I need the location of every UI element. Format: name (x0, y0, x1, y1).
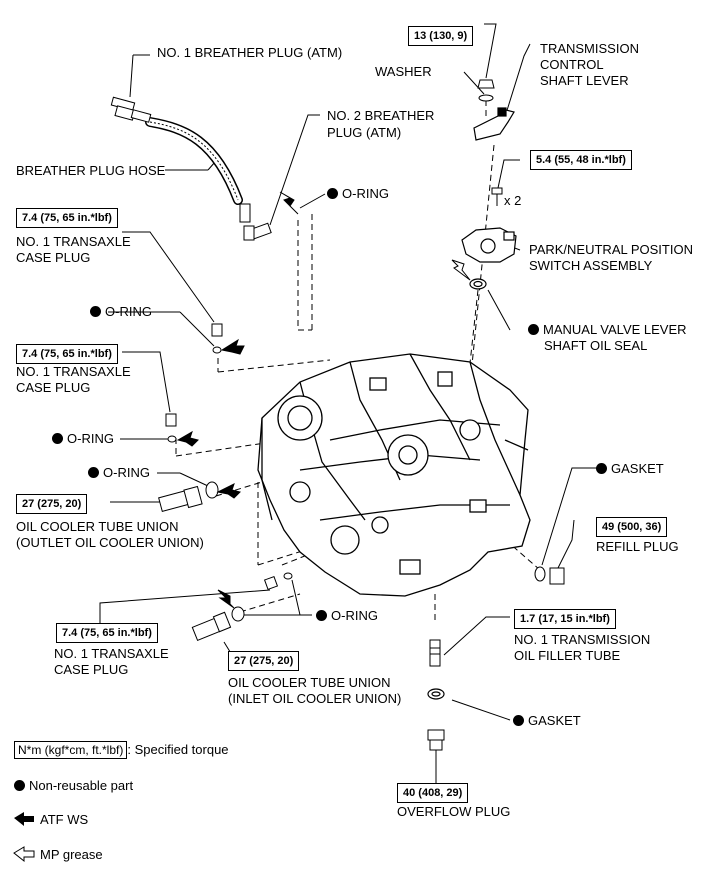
label-oring-5: O-RING (316, 608, 378, 624)
atf-arrow-2-icon (220, 338, 245, 355)
label-case-plug-3-line1: NO. 1 TRANSAXLE (54, 646, 169, 661)
oil-filler-tube-icon (429, 639, 441, 667)
torque-box-inlet-union: 27 (275, 20) (228, 651, 300, 671)
legend-mp-arrow-icon (13, 846, 35, 863)
label-case-plug-2-line1: NO. 1 TRANSAXLE (16, 364, 131, 379)
label-lever-line1: TRANSMISSION (540, 41, 639, 56)
refill-plug-icon (534, 566, 565, 585)
label-case-plug-1-line1: NO. 1 TRANSAXLE (16, 234, 131, 249)
nonreusable-dot-icon (327, 188, 338, 199)
case-plug-upper-icon (211, 323, 223, 354)
label-filler-tube-line2: OIL FILLER TUBE (514, 648, 621, 663)
label-case-plug-1-line2: CASE PLUG (16, 250, 91, 265)
atf-arrow-1-icon (279, 191, 299, 215)
legend-atf-arrow-icon (14, 812, 34, 826)
label-outlet-union-line1: OIL COOLER TUBE UNION (16, 519, 179, 534)
label-oring-1: O-RING (327, 186, 389, 202)
label-inlet-union-line2: (INLET OIL COOLER UNION) (228, 691, 402, 706)
legend-dot-icon (14, 780, 25, 791)
nonreusable-dot-icon (90, 306, 101, 317)
label-inlet-union-line1: OIL COOLER TUBE UNION (228, 675, 391, 690)
legend-torque: N*m (kgf*cm, ft.*lbf): Specified torque (14, 741, 229, 759)
nonreusable-dot-icon (596, 463, 607, 474)
torque-box-refill-plug: 49 (500, 36) (596, 517, 668, 537)
inlet-union-icon (191, 606, 245, 642)
legend-torque-box: N*m (kgf*cm, ft.*lbf) (14, 741, 128, 759)
label-washer: WASHER (375, 64, 432, 79)
label-gasket-refill: GASKET (596, 461, 664, 477)
label-oil-seal-line2: SHAFT OIL SEAL (544, 338, 648, 353)
label-bolt-count: x 2 (504, 193, 522, 208)
torque-box-overflow-plug: 40 (408, 29) (397, 783, 469, 803)
breather-plug-2-icon (239, 203, 272, 241)
label-case-plug-3-line2: CASE PLUG (54, 662, 129, 677)
case-plug-lower-icon (263, 572, 293, 591)
case-plug-middle-icon (165, 413, 177, 443)
label-breather-plug-1: NO. 1 BREATHER PLUG (ATM) (157, 45, 343, 60)
legend-mp-grease: MP grease (40, 847, 103, 862)
torque-box-case-plug-3: 7.4 (75, 65 in.*lbf) (56, 623, 158, 643)
atf-arrow-3-icon (176, 430, 199, 447)
oil-seal-icon (469, 278, 487, 290)
transaxle-housing-icon (257, 353, 531, 597)
nonreusable-dot-icon (528, 324, 539, 335)
torque-box-lever-nut: 13 (130, 9) (408, 26, 474, 46)
nonreusable-dot-icon (316, 610, 327, 621)
label-outlet-union-line2: (OUTLET OIL COOLER UNION) (16, 535, 204, 550)
nonreusable-dot-icon (88, 467, 99, 478)
pnp-switch-icon (461, 227, 517, 263)
label-breather-plug-2-line1: NO. 2 BREATHER (327, 108, 435, 123)
label-case-plug-2-line2: CASE PLUG (16, 380, 91, 395)
pnp-switch-bolt-icon (491, 187, 503, 206)
atf-arrow-4-icon (216, 483, 241, 499)
nonreusable-dot-icon (52, 433, 63, 444)
label-pnp-line1: PARK/NEUTRAL POSITION (529, 242, 693, 257)
torque-box-outlet-union: 27 (275, 20) (16, 494, 88, 514)
torque-box-pnp-switch: 5.4 (55, 48 in.*lbf) (530, 150, 632, 170)
overflow-gasket-icon (427, 688, 445, 700)
mp-grease-arrow-icon (451, 259, 471, 281)
label-breather-hose: BREATHER PLUG HOSE (16, 163, 166, 178)
label-oring-3: O-RING (52, 431, 114, 447)
label-oring-2: O-RING (90, 304, 152, 320)
overflow-plug-icon (427, 729, 445, 751)
breather-plug-hose (145, 117, 243, 205)
lever-nut-icon (477, 79, 495, 102)
label-refill-plug: REFILL PLUG (596, 539, 679, 554)
label-lever-line3: SHAFT LEVER (540, 73, 629, 88)
legend-torque-text: : Specified torque (127, 742, 229, 757)
nonreusable-dot-icon (513, 715, 524, 726)
outlet-union-icon (158, 481, 219, 512)
legend-atf: ATF WS (40, 812, 89, 827)
label-breather-plug-2-line2: PLUG (ATM) (327, 125, 402, 140)
label-overflow-plug: OVERFLOW PLUG (397, 804, 511, 819)
torque-box-filler-tube: 1.7 (17, 15 in.*lbf) (514, 609, 616, 629)
torque-box-case-plug-1: 7.4 (75, 65 in.*lbf) (16, 208, 118, 228)
label-gasket-overflow: GASKET (513, 713, 581, 729)
atf-arrow-5-icon (217, 589, 235, 609)
torque-box-case-plug-2: 7.4 (75, 65 in.*lbf) (16, 344, 118, 364)
label-oring-4: O-RING (88, 465, 150, 481)
breather-plug-1-icon (110, 96, 152, 123)
label-pnp-line2: SWITCH ASSEMBLY (529, 258, 653, 273)
label-lever-line2: CONTROL (540, 57, 604, 72)
label-filler-tube-line1: NO. 1 TRANSMISSION (514, 632, 651, 647)
legend-nonreusable: Non-reusable part (14, 778, 133, 794)
control-shaft-lever-icon (473, 107, 515, 141)
label-oil-seal-line1: MANUAL VALVE LEVER (528, 322, 687, 338)
